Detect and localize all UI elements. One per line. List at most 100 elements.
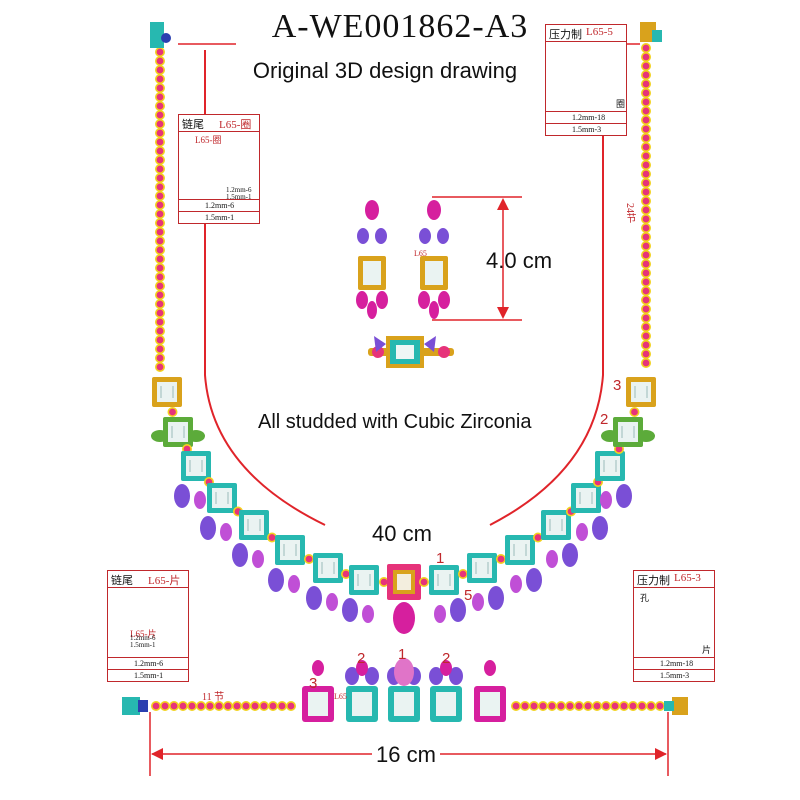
card-label: 压力制: [549, 29, 582, 41]
chain-bead: [155, 227, 166, 238]
chain-bead: [609, 700, 620, 711]
leaf-stone: [194, 491, 206, 509]
chain-bead: [640, 303, 651, 314]
chain-bead: [640, 178, 651, 189]
chain-bead: [155, 298, 166, 309]
square-stone: [186, 456, 206, 476]
chain-bead: [155, 209, 166, 220]
chain-bead: [303, 553, 314, 564]
chain-bead: [155, 254, 166, 265]
chain-bead: [640, 321, 651, 332]
chain-bead: [640, 60, 651, 71]
chain-bead: [250, 700, 261, 711]
necklace-stone-links: [151, 377, 656, 634]
component-code-label: L65: [414, 249, 427, 258]
card-spec-small: 1.2mm-6: [226, 186, 252, 194]
earring-dimension: [432, 196, 522, 321]
card-code: L65-圈: [219, 119, 252, 131]
chain-bead: [155, 343, 166, 354]
bracelet-stone: [308, 692, 328, 716]
chain-bead: [564, 700, 575, 711]
chain-bead: [155, 92, 166, 103]
card-spec-small: 1.5mm-1: [226, 193, 252, 201]
card-label: 压力制: [637, 575, 670, 587]
square-stone: [576, 488, 596, 508]
square-stone: [546, 515, 566, 535]
chain-bead: [640, 223, 651, 234]
chain-bead: [640, 70, 651, 81]
chain-bead: [532, 532, 543, 543]
chain-bead: [155, 289, 166, 300]
bracelet-stone: [394, 692, 414, 716]
chain-bead: [155, 236, 166, 247]
chain-bead: [640, 106, 651, 117]
center-stone: [397, 574, 411, 590]
bracelet-stone-links: [302, 658, 506, 722]
chain-bead: [155, 74, 166, 85]
chain-bead: [155, 316, 166, 327]
design-subtitle: Original 3D design drawing: [252, 58, 518, 83]
chain-bead: [418, 576, 429, 587]
leaf-stone: [429, 667, 443, 685]
chain-bead: [155, 119, 166, 130]
card-side-label: 圈: [616, 99, 626, 109]
leaf-stone: [232, 543, 248, 567]
drop-stone: [429, 301, 439, 319]
chain-bead: [640, 196, 651, 207]
leaf-stone: [526, 568, 542, 592]
chain-bead: [528, 700, 539, 711]
chain-bead: [640, 79, 651, 90]
leaf-stone: [450, 598, 466, 622]
chain-bead: [155, 191, 166, 202]
chain-bead: [640, 294, 651, 305]
chain-bead: [155, 146, 166, 157]
chain-bead: [155, 164, 166, 175]
chain-bead: [155, 110, 166, 121]
chain-bead: [627, 700, 638, 711]
leaf-stone: [418, 291, 430, 309]
leaf-stone: [576, 523, 588, 541]
chain-bead: [640, 142, 651, 153]
chain-bead: [645, 700, 656, 711]
chain-bead: [640, 133, 651, 144]
earring-square-stone: [363, 261, 381, 285]
chain-bead: [205, 700, 216, 711]
chain-bead: [160, 700, 171, 711]
component-code-label: L65: [334, 692, 347, 701]
square-stone: [244, 515, 264, 535]
card-inner-code: L65-片: [130, 629, 157, 639]
stone-number-label: 5: [464, 587, 473, 604]
leaf-stone: [252, 550, 264, 568]
chain-bead: [266, 532, 277, 543]
chain-bead: [155, 361, 166, 372]
leaf-stone: [616, 484, 632, 508]
chain-bead: [155, 218, 166, 229]
card-code: L65-3: [674, 572, 701, 584]
chain-bead: [510, 700, 521, 711]
leaf-stone: [306, 586, 322, 610]
leaf-stone: [438, 291, 450, 309]
earring-length-label: 4.0 cm: [486, 248, 553, 273]
chain-bead: [214, 700, 225, 711]
square-stone: [280, 540, 300, 560]
card-hole-label: 孔: [640, 593, 650, 603]
chain-bead: [640, 330, 651, 341]
necklace-chain-left: [155, 46, 166, 372]
top-stone: [312, 660, 324, 676]
stone-number-label: 3: [309, 675, 318, 692]
leaf-stone: [200, 516, 216, 540]
chain-bead: [267, 700, 278, 711]
chain-bead: [155, 46, 166, 57]
card-spec-small: 1.2mm-6: [130, 634, 156, 642]
chain-bead: [155, 245, 166, 256]
chain-bead: [640, 241, 651, 252]
stone-number-label: 1: [436, 550, 445, 567]
chain-bead: [640, 51, 651, 62]
chain-bead: [155, 83, 166, 94]
leaf-stone: [345, 667, 359, 685]
chain-bead: [519, 700, 530, 711]
leaf-stone: [356, 291, 368, 309]
chain-bead: [196, 700, 207, 711]
